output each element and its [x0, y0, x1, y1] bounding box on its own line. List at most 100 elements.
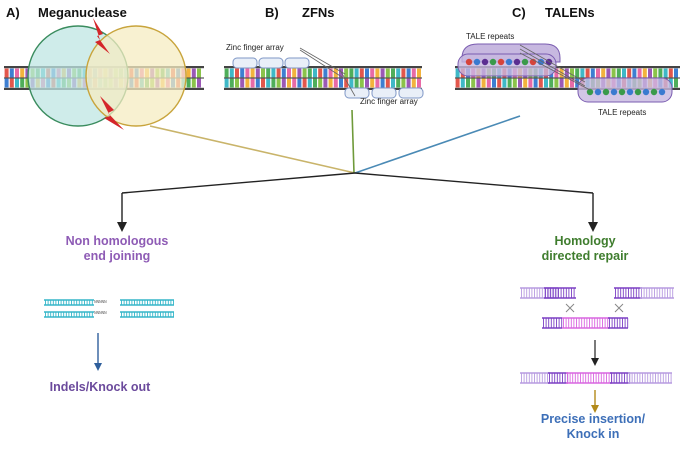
panel-b-letter: B) [265, 5, 279, 20]
base-pair [632, 68, 637, 78]
base-pair [611, 68, 616, 78]
talen-linker [519, 44, 591, 91]
base-pair [339, 78, 343, 88]
dna-strand-zfn [224, 66, 422, 90]
base-pair [4, 78, 9, 88]
arrowhead-hdr-result-icon [591, 405, 599, 413]
base-pair [674, 68, 678, 78]
base-pair [240, 78, 245, 88]
base-pair [297, 68, 302, 78]
base-pair [255, 78, 260, 88]
base-pair [401, 68, 406, 78]
base-pair [191, 78, 196, 88]
base-pair [523, 78, 528, 88]
base-pair [637, 68, 642, 78]
base-pair [486, 78, 491, 88]
base-pair [564, 68, 569, 78]
zinc-finger-domain [344, 87, 370, 99]
base-pair [375, 68, 380, 78]
base-pair [396, 78, 401, 88]
break-bolt-bottom-icon [100, 96, 124, 130]
crossover-right-icon [614, 303, 624, 313]
base-pair [570, 68, 574, 78]
hdr-title: Homology directed repair [541, 234, 629, 263]
base-pair [15, 68, 19, 78]
base-pair [580, 68, 585, 78]
zinc-finger-array-top-label: Zinc finger array [226, 43, 284, 52]
base-pair [471, 78, 476, 88]
base-pair [9, 78, 14, 88]
connector-meganuclease [149, 125, 356, 174]
base-pair [281, 78, 286, 88]
base-pair [318, 78, 323, 88]
base-pair [4, 68, 9, 78]
base-pair [359, 78, 364, 88]
base-pair [627, 68, 632, 78]
tale-repeat-dot [521, 58, 529, 66]
base-pair [250, 68, 255, 78]
base-pair [512, 78, 517, 88]
base-pair [20, 78, 25, 88]
base-pair [302, 78, 307, 88]
base-pair [266, 68, 271, 78]
base-pair [15, 78, 19, 88]
base-pair [455, 78, 460, 88]
tale-repeat-dot [481, 58, 489, 66]
base-pair [323, 68, 328, 78]
base-pair [313, 78, 317, 88]
base-pair [333, 78, 338, 88]
meganuclease-right-lobe [85, 25, 187, 127]
zinc-finger-domain [232, 57, 258, 69]
base-pair [417, 78, 421, 88]
base-pair [590, 68, 595, 78]
tale-repeat-dot [489, 58, 497, 66]
zfn-linker [299, 47, 356, 97]
tale-repeat-dot [465, 58, 473, 66]
base-pair [411, 68, 416, 78]
base-pair [318, 68, 323, 78]
base-pair [271, 78, 276, 88]
arrowhead-hdr-icon [588, 222, 598, 232]
base-pair [191, 68, 196, 78]
base-pair [276, 78, 281, 88]
base-pair [385, 78, 390, 88]
tale-repeat-dot [513, 58, 521, 66]
base-pair [224, 78, 229, 88]
base-pair [370, 68, 375, 78]
tale-repeats-bottom-label: TALE repeats [598, 108, 647, 117]
base-pair [585, 68, 590, 78]
base-pair [455, 68, 460, 78]
dna-backbone-middle [224, 77, 422, 79]
zinc-finger-domain [284, 57, 310, 69]
base-pair [9, 68, 14, 78]
base-pair [570, 78, 574, 88]
tale-repeat-dot [658, 88, 666, 96]
base-pair [375, 78, 380, 88]
base-pair [380, 78, 385, 88]
base-pair [385, 68, 390, 78]
connector-lines [94, 109, 599, 413]
base-pair [391, 68, 395, 78]
base-pair [518, 78, 522, 88]
base-pair [359, 68, 364, 78]
tale-repeat-dot [594, 88, 602, 96]
hdr-dna-strands [520, 287, 674, 384]
base-pair [497, 78, 502, 88]
base-pair [554, 68, 559, 78]
panel-c-letter: C) [512, 5, 526, 20]
zinc-finger-domain [258, 57, 284, 69]
base-pair [406, 78, 411, 88]
base-pair [528, 78, 533, 88]
base-pair [197, 68, 201, 78]
panel-a-title: Meganuclease [38, 5, 127, 20]
tale-repeat-dot [626, 88, 634, 96]
base-pair [266, 78, 271, 88]
tale-repeat-dot [634, 88, 642, 96]
connector-talen [354, 115, 521, 174]
base-pair [554, 78, 559, 88]
base-pair [601, 68, 606, 78]
base-pair [396, 68, 401, 78]
base-pair [271, 68, 276, 78]
base-pair [653, 68, 658, 78]
